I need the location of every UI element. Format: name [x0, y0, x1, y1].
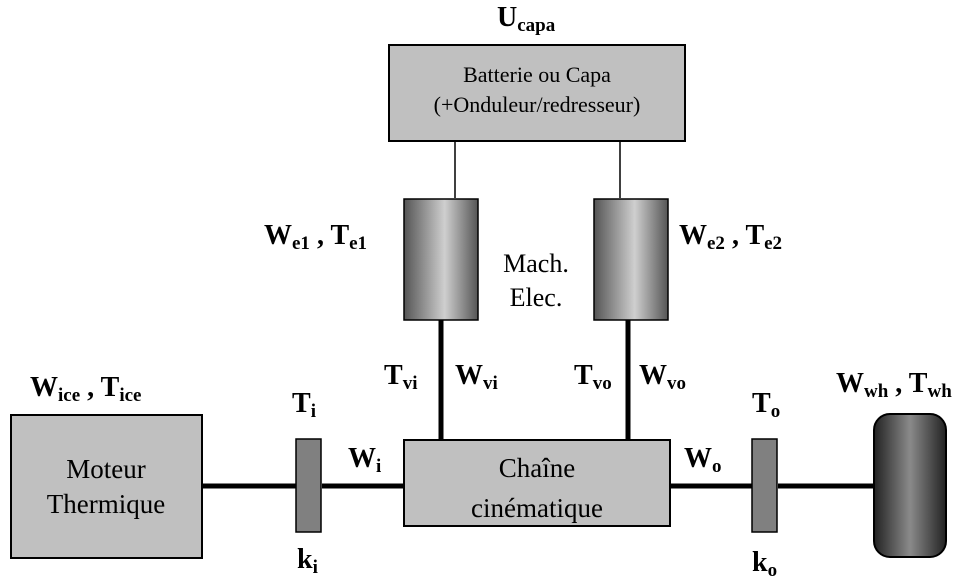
input-speed-label: Wi — [348, 443, 381, 477]
input-ratio-block — [295, 438, 322, 533]
output-speed-label: Wo — [684, 443, 722, 477]
electric-machine-1 — [403, 198, 479, 321]
gearbox-box — [403, 439, 671, 527]
shaft-vi-torque-label: Tvi — [384, 360, 417, 394]
machine-2-speed-torque-label: We2 , Te2 — [679, 220, 782, 254]
engine-label-line2: Thermique — [47, 489, 165, 519]
input-ratio-torque-label: Ti — [292, 388, 316, 422]
wheel-speed-torque-label: Wwh , Twh — [836, 368, 952, 402]
input-ratio-gain-label: ki — [297, 544, 318, 578]
shaft-vo-speed-label: Wvo — [639, 360, 686, 394]
output-ratio-gain-label: ko — [752, 547, 777, 581]
electric-machine-2 — [593, 198, 669, 321]
battery-label-line2: (+Onduleur/redresseur) — [434, 92, 641, 117]
wheel — [873, 413, 947, 558]
machines-label-line2: Elec. — [510, 283, 563, 312]
output-ratio-torque-label: To — [752, 388, 780, 422]
battery-box — [388, 44, 686, 142]
gearbox-label-line1: Chaîne — [499, 453, 575, 483]
engine-box — [10, 414, 203, 559]
engine-speed-torque-label: Wice , Tice — [30, 372, 142, 406]
engine-label-line1: Moteur — [66, 454, 145, 484]
battery-label-line1: Batterie ou Capa — [463, 62, 611, 87]
machines-label-line1: Mach. — [503, 249, 569, 278]
machine-1-speed-torque-label: We1 , Te1 — [264, 220, 367, 254]
output-ratio-block — [751, 438, 778, 533]
shaft-vo-torque-label: Tvo — [574, 360, 612, 394]
shaft-vi-speed-label: Wvi — [455, 360, 498, 394]
gearbox-label-line2: cinématique — [471, 493, 603, 523]
battery-voltage-label: Ucapa — [497, 2, 556, 36]
